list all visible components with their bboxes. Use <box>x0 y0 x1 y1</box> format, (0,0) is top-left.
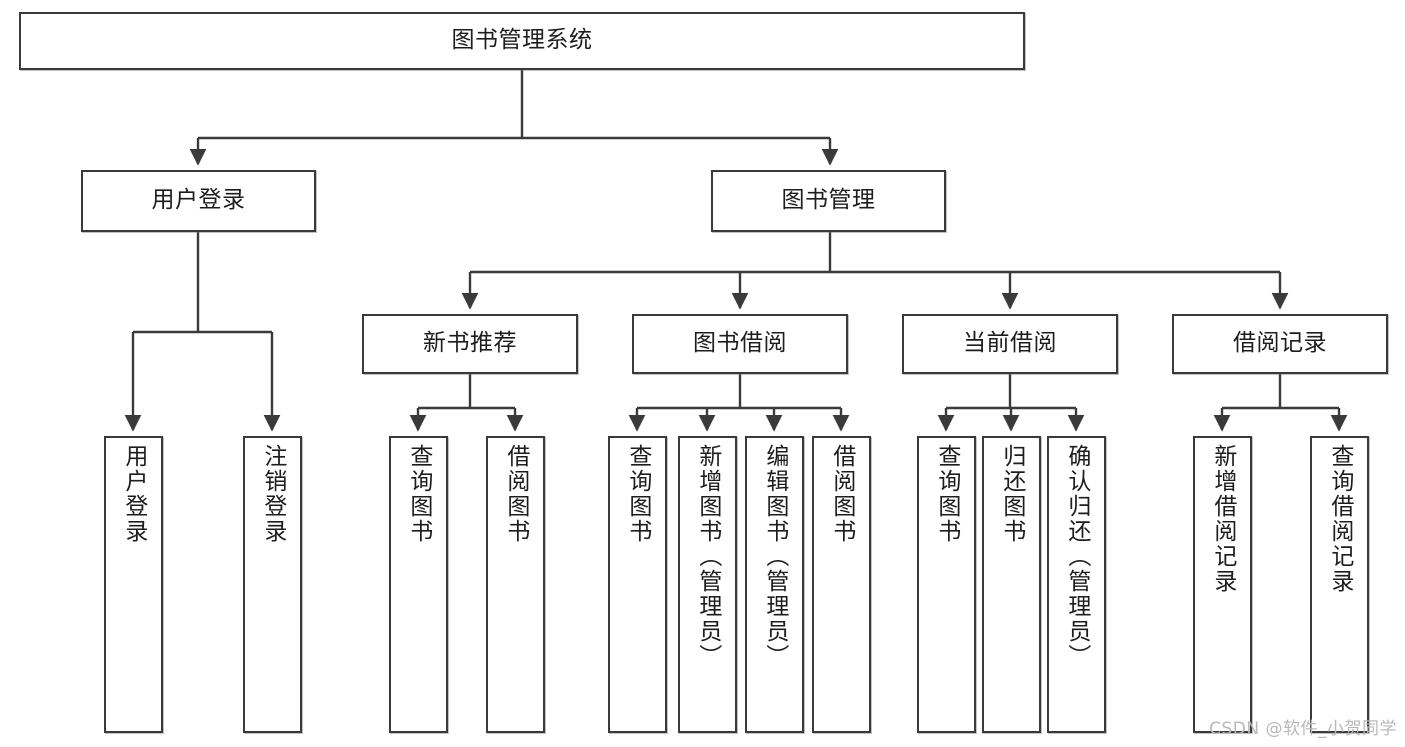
node-leaf-edit-book-admin-label: 编辑图书（管理员） <box>761 444 788 669</box>
node-leaf-query-book-current[interactable]: 查询图书 <box>917 436 976 733</box>
node-leaf-add-borrow-record[interactable]: 新增借阅记录 <box>1193 436 1252 733</box>
node-leaf-add-book-admin-label: 新增图书（管理员） <box>694 444 721 669</box>
node-leaf-borrow-book[interactable]: 借阅图书 <box>812 436 871 733</box>
node-leaf-add-borrow-record-label: 新增借阅记录 <box>1209 444 1236 594</box>
node-current-borrow-label: 当前借阅 <box>963 330 1057 357</box>
node-leaf-logout[interactable]: 注销登录 <box>243 436 302 733</box>
node-leaf-return-book[interactable]: 归还图书 <box>982 436 1041 733</box>
node-leaf-user-login[interactable]: 用户登录 <box>104 436 163 733</box>
node-leaf-query-book-new[interactable]: 查询图书 <box>389 436 448 733</box>
node-leaf-query-book-current-label: 查询图书 <box>933 444 960 544</box>
node-leaf-user-login-label: 用户登录 <box>120 444 147 544</box>
node-leaf-borrow-book-new-label: 借阅图书 <box>502 444 529 544</box>
node-leaf-confirm-return-admin[interactable]: 确认归还（管理员） <box>1047 436 1106 733</box>
node-leaf-query-book-new-label: 查询图书 <box>405 444 432 544</box>
node-root[interactable]: 图书管理系统 <box>19 12 1025 70</box>
node-leaf-return-book-label: 归还图书 <box>998 444 1025 544</box>
node-leaf-borrow-book-new[interactable]: 借阅图书 <box>486 436 545 733</box>
node-borrow-record-label: 借阅记录 <box>1233 330 1327 357</box>
node-book-management[interactable]: 图书管理 <box>711 170 946 232</box>
node-book-management-label: 图书管理 <box>781 187 876 214</box>
node-leaf-query-borrow-record-label: 查询借阅记录 <box>1326 444 1353 594</box>
node-leaf-query-book-borrow[interactable]: 查询图书 <box>608 436 667 733</box>
node-book-borrow-label: 图书借阅 <box>693 330 787 357</box>
node-leaf-logout-label: 注销登录 <box>259 444 286 544</box>
node-new-book-recommend-label: 新书推荐 <box>423 330 517 357</box>
node-leaf-confirm-return-admin-label: 确认归还（管理员） <box>1063 444 1090 669</box>
node-borrow-record[interactable]: 借阅记录 <box>1172 314 1388 374</box>
csdn-watermark: CSDN @软件_小贺同学 <box>1209 719 1397 739</box>
node-book-borrow[interactable]: 图书借阅 <box>632 314 848 374</box>
node-user-login-label: 用户登录 <box>151 187 246 214</box>
node-leaf-add-book-admin[interactable]: 新增图书（管理员） <box>678 436 737 733</box>
node-current-borrow[interactable]: 当前借阅 <box>902 314 1118 374</box>
node-leaf-query-borrow-record[interactable]: 查询借阅记录 <box>1310 436 1369 733</box>
node-user-login[interactable]: 用户登录 <box>81 170 316 232</box>
node-leaf-borrow-book-label: 借阅图书 <box>828 444 855 544</box>
node-root-label: 图书管理系统 <box>451 27 593 54</box>
node-leaf-query-book-borrow-label: 查询图书 <box>624 444 651 544</box>
node-new-book-recommend[interactable]: 新书推荐 <box>362 314 578 374</box>
node-leaf-edit-book-admin[interactable]: 编辑图书（管理员） <box>745 436 804 733</box>
